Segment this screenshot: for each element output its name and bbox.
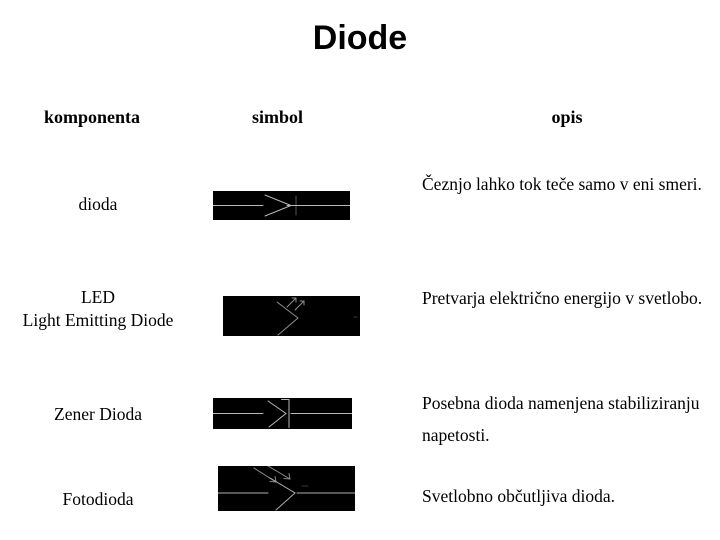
column-header-simbol: simbol [251,107,303,127]
page-title: Diode [312,19,408,57]
component-label-fotodioda: Fotodioda [62,489,134,509]
component-label-led-line1: LED [80,287,116,307]
component-label-dioda: dioda [78,194,118,214]
description-zener: Posebna dioda namenjena stabiliziranju n… [422,393,700,445]
zener-diode-symbol-icon [213,398,352,429]
component-label-led-line2: Light Emitting Diode [22,310,174,330]
component-label-zener: Zener Dioda [54,404,142,424]
column-header-opis: opis [551,107,583,127]
photodiode-symbol-icon [218,466,355,511]
diode-symbol-icon [213,191,350,220]
column-header-komponenta: komponenta [43,107,141,127]
description-led: Pretvarja električno energijo v svetlobo… [422,288,703,308]
description-fotodioda: Svetlobno občutljiva dioda. [422,486,615,506]
component-label-led: LED Light Emitting Diode [12,286,184,332]
description-dioda: Čeznjo lahko tok teče samo v eni smeri. [422,174,702,194]
led-symbol-icon [223,296,360,336]
